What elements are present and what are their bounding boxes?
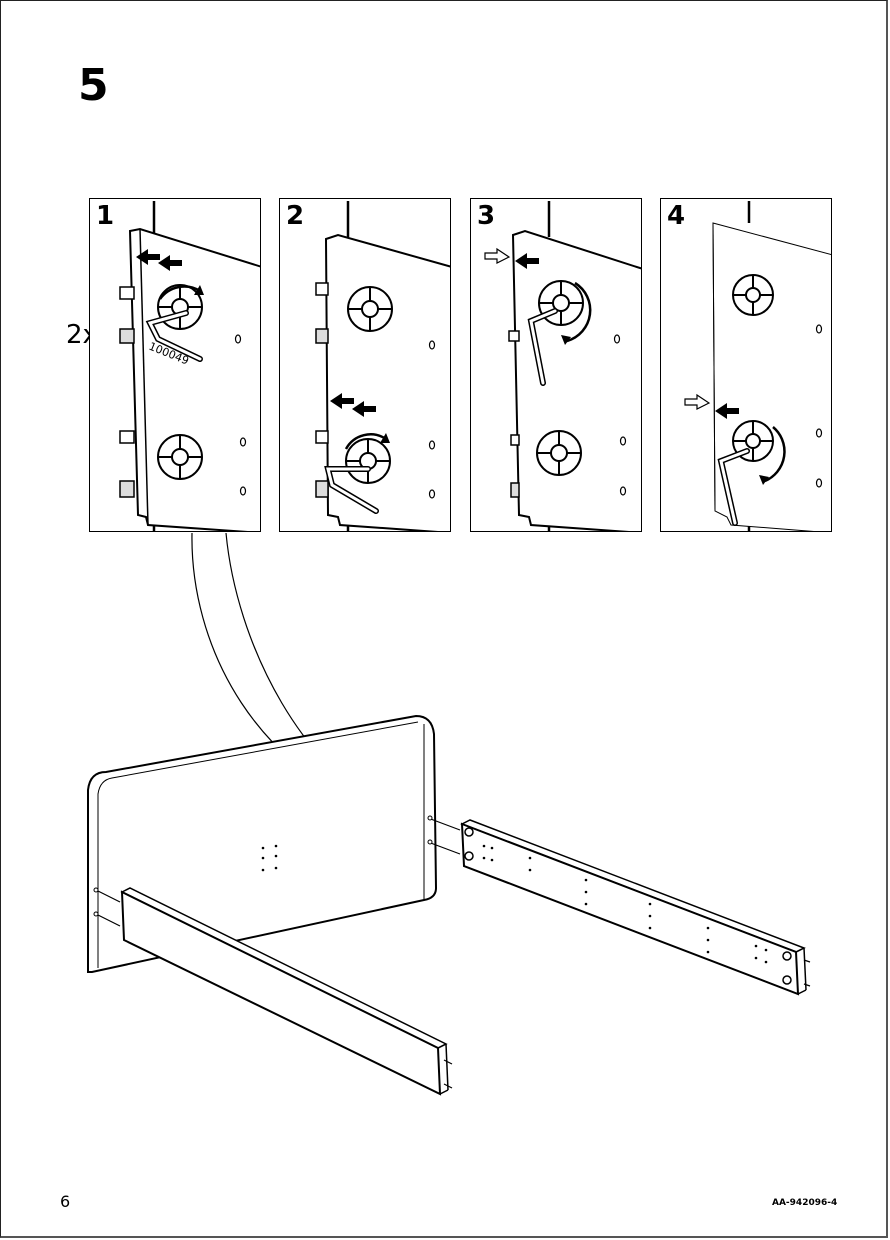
panel-2-drawing xyxy=(315,201,450,531)
detail-panel-1: 1 100049 xyxy=(89,198,261,532)
cam-lock-icon xyxy=(732,274,774,316)
panel-label: 4 xyxy=(667,201,686,231)
detail-panel-4: 4 xyxy=(660,198,832,532)
cam-lock-icon xyxy=(157,434,203,480)
panel-1-drawing: 100049 xyxy=(119,201,260,531)
cam-lock-icon xyxy=(347,286,393,332)
panel-label: 1 xyxy=(96,201,115,231)
headboard xyxy=(87,714,438,973)
cam-lock-icon xyxy=(536,430,582,476)
side-rail-right xyxy=(427,815,811,996)
panel-label: 2 xyxy=(286,201,305,231)
side-rail-left xyxy=(93,887,453,1096)
step-number: 5 xyxy=(78,60,109,111)
document-code: AA-942096-4 xyxy=(772,1198,838,1208)
detail-panel-3: 3 xyxy=(470,198,642,532)
panel-label: 3 xyxy=(477,201,496,231)
panel-4-drawing xyxy=(684,201,831,531)
detail-panel-2: 2 xyxy=(279,198,451,532)
panel-3-drawing xyxy=(484,201,641,531)
page-number: 6 xyxy=(60,1192,71,1211)
